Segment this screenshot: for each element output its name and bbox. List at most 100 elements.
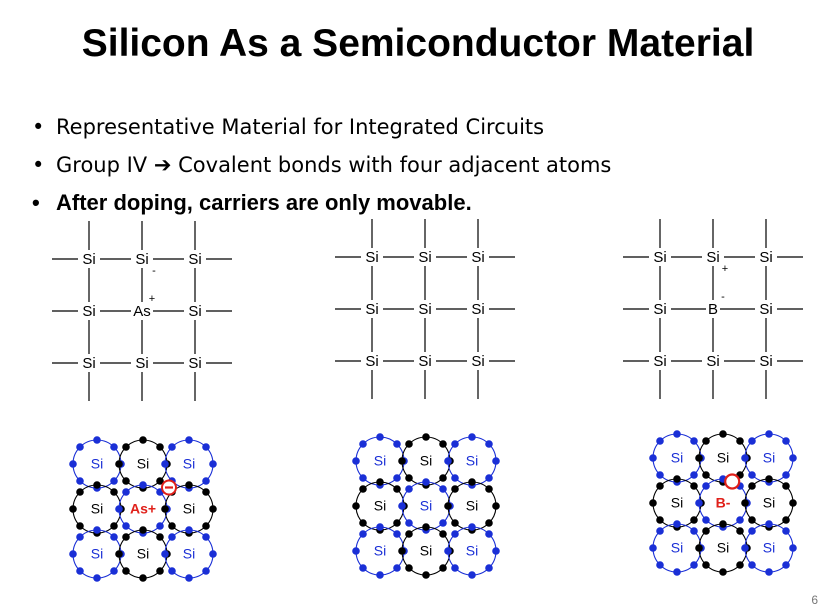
atom-label-bg [78, 250, 100, 268]
electron-dot [202, 533, 210, 541]
atom-label: Si [137, 546, 149, 562]
electron-dot [110, 522, 118, 530]
atom-label: Si [759, 353, 772, 370]
atom-label: Si [374, 453, 386, 469]
electron-dot [649, 454, 657, 462]
electron-dot [156, 477, 164, 485]
electron-dot [702, 561, 710, 569]
electron-dot [76, 522, 84, 530]
dopant-charge: - [721, 291, 725, 303]
electron-dot [93, 526, 101, 534]
electron-dot [376, 571, 384, 579]
atom-label: Si [183, 456, 195, 472]
electron-dot [69, 460, 77, 468]
electron-dot [393, 564, 401, 572]
electron-dot [492, 457, 500, 465]
atom-label-bg [361, 248, 383, 266]
electron-dot [398, 457, 406, 465]
electron-dot [161, 505, 169, 513]
electron-dot [439, 564, 447, 572]
electron-dot [376, 523, 384, 531]
electron-dot [782, 561, 790, 569]
atom-label: Si [365, 301, 378, 318]
electron-dot [748, 437, 756, 445]
electron-dot [736, 437, 744, 445]
electron-dot [765, 430, 773, 438]
electron-dot [702, 527, 710, 535]
electron-dot [359, 530, 367, 538]
electron-dot [468, 571, 476, 579]
atom-label-bg [649, 352, 671, 370]
atom-label-bg [467, 248, 489, 266]
atom-label: Si [82, 251, 95, 268]
right-arrow-icon: ➔ [153, 153, 172, 177]
electron-dot [649, 544, 657, 552]
atom-label: Si [374, 498, 386, 514]
electron-dot [468, 478, 476, 486]
atom-label: Si [759, 249, 772, 266]
atom-label: Si [466, 498, 478, 514]
electron-dot [393, 519, 401, 527]
electron-dot [485, 519, 493, 527]
electron-dot [161, 550, 169, 558]
electron-dot [139, 526, 147, 534]
electron-dot [69, 550, 77, 558]
atom-label: Si [466, 453, 478, 469]
electron-dot [492, 547, 500, 555]
electron-dot [115, 460, 123, 468]
electron-dot [422, 433, 430, 441]
electron-dot [202, 488, 210, 496]
electron-dot [741, 499, 749, 507]
electron-dot [444, 502, 452, 510]
electron-dot [405, 519, 413, 527]
electron-dot [156, 533, 164, 541]
electron-dot [139, 481, 147, 489]
electron-dot [376, 433, 384, 441]
electron-dot [782, 482, 790, 490]
bullet-item: •Representative Material for Integrated … [32, 108, 611, 146]
electron-dot [765, 520, 773, 528]
electron-dot [168, 522, 176, 530]
bullet-list: •Representative Material for Integrated … [32, 108, 611, 222]
electron-dot [185, 436, 193, 444]
electron-dot [451, 530, 459, 538]
hole-icon [724, 473, 741, 490]
electron-dot [673, 430, 681, 438]
electron-dot [702, 482, 710, 490]
electron-dot [439, 530, 447, 538]
atom-label: Si [365, 249, 378, 266]
electron-dot [649, 499, 657, 507]
atom-label: Si [137, 456, 149, 472]
electron-dot [352, 547, 360, 555]
carrier-charge: - [152, 265, 156, 277]
electron-dot [719, 430, 727, 438]
electron-dot [439, 474, 447, 482]
atom-label-bg [414, 248, 436, 266]
atom-label: Si [471, 301, 484, 318]
electron-dot [115, 505, 123, 513]
atom-label: Si [471, 353, 484, 370]
dopant-charge: + [149, 293, 155, 305]
atom-label-bg [184, 302, 206, 320]
electron-dot [719, 568, 727, 576]
electron-dot [139, 574, 147, 582]
atom-label: Si [763, 540, 775, 556]
atom-label: Si [91, 456, 103, 472]
electron-dot [398, 547, 406, 555]
electron-dot [122, 522, 130, 530]
atom-label: Si [188, 303, 201, 320]
atom-label: Si [135, 355, 148, 372]
electron-dot [209, 550, 217, 558]
electron-dot [393, 485, 401, 493]
electron-dot [139, 436, 147, 444]
electron-dot [656, 437, 664, 445]
electron-dot [748, 561, 756, 569]
atom-label-bg [78, 302, 100, 320]
electron-dot [702, 471, 710, 479]
electron-dot [110, 443, 118, 451]
atom-label: Si [365, 353, 378, 370]
electron-dot [405, 485, 413, 493]
electron-dot [76, 477, 84, 485]
atom-label-bg [649, 300, 671, 318]
